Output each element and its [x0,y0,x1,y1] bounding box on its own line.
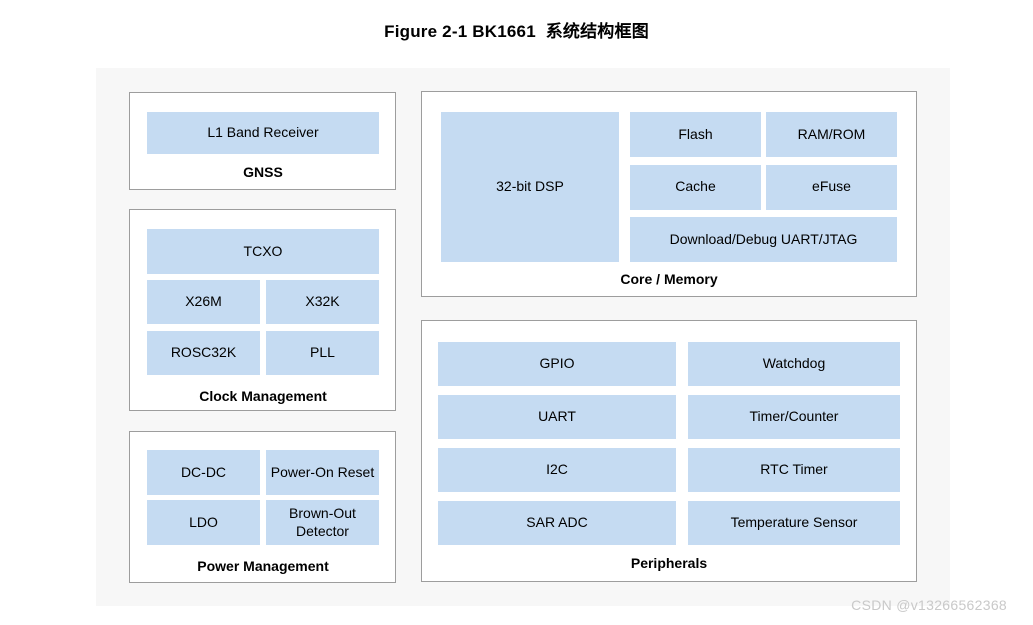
core-row-1: Flash RAM/ROM [630,112,897,157]
block-ram-rom: RAM/ROM [766,112,897,157]
figure-title: Figure 2-1 BK1661 系统结构框图 [384,22,649,41]
clock-row-1: X26M X32K [147,280,379,324]
panel-peripherals-label: Peripherals [630,555,708,571]
block-watchdog: Watchdog [688,342,900,386]
panel-peripherals: GPIO Watchdog UART Timer/Counter I2C RTC… [421,320,917,582]
block-x32k: X32K [266,280,379,324]
core-memory-grid: Flash RAM/ROM Cache eFuse Download/Debug… [630,112,897,262]
panel-gnss-label: GNSS [243,163,283,180]
watermark: CSDN @v13266562368 [851,597,1007,613]
block-l1-band-receiver: L1 Band Receiver [147,112,379,154]
block-i2c: I2C [438,448,676,492]
power-row-2: LDO Brown-Out Detector [147,500,379,545]
block-brown-out-detector: Brown-Out Detector [266,500,379,545]
panel-clock-label: Clock Management [199,388,327,404]
core-row-2: Cache eFuse [630,164,897,210]
panel-core-memory: 32-bit DSP Flash RAM/ROM Cache eFuse Dow… [421,91,917,297]
block-cache: Cache [630,164,761,210]
block-uart: UART [438,395,676,439]
panel-core-label: Core / Memory [620,271,718,287]
block-dc-dc: DC-DC [147,450,260,495]
block-gpio: GPIO [438,342,676,386]
panel-gnss: L1 Band Receiver GNSS [129,92,396,190]
block-download-debug-uart-jtag: Download/Debug UART/JTAG [630,217,897,262]
block-x26m: X26M [147,280,260,324]
panel-clock-management: TCXO X26M X32K ROSC32K PLL Clock Managem… [129,209,396,411]
clock-row-2: ROSC32K PLL [147,331,379,375]
panel-power-management: DC-DC Power-On Reset LDO Brown-Out Detec… [129,431,396,583]
block-efuse: eFuse [766,164,897,210]
power-row-1: DC-DC Power-On Reset [147,450,379,495]
block-timer-counter: Timer/Counter [688,395,900,439]
block-pll: PLL [266,331,379,375]
peripherals-grid: GPIO Watchdog UART Timer/Counter I2C RTC… [438,342,900,545]
block-temperature-sensor: Temperature Sensor [688,501,900,545]
block-power-on-reset: Power-On Reset [266,450,379,495]
core-content: 32-bit DSP Flash RAM/ROM Cache eFuse Dow… [441,112,897,262]
block-flash: Flash [630,112,761,157]
block-tcxo: TCXO [147,229,379,274]
block-rtc-timer: RTC Timer [688,448,900,492]
block-rosc32k: ROSC32K [147,331,260,375]
block-sar-adc: SAR ADC [438,501,676,545]
panel-power-label: Power Management [197,558,329,574]
block-ldo: LDO [147,500,260,545]
block-32bit-dsp: 32-bit DSP [441,112,619,262]
diagram-canvas: L1 Band Receiver GNSS TCXO X26M X32K ROS… [96,68,950,606]
